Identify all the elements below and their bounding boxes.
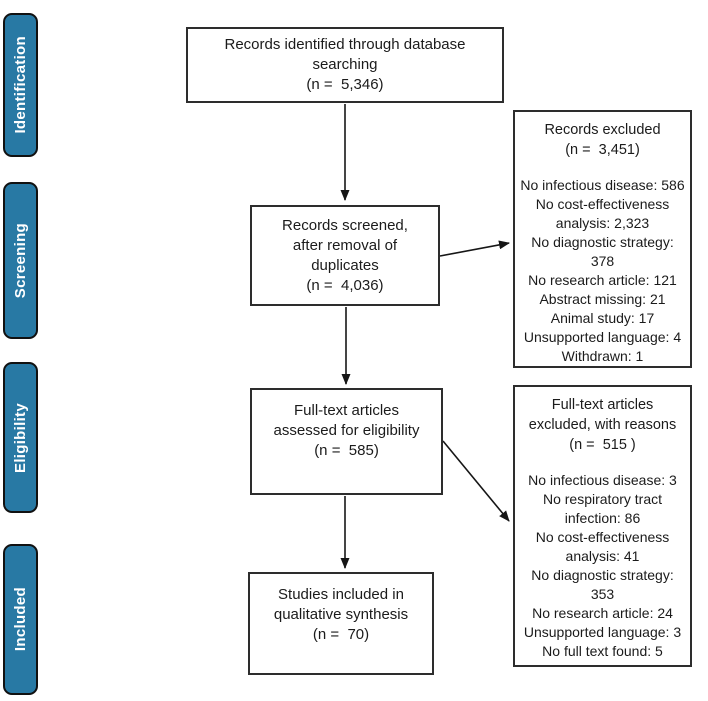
count-line: (n = 585) (314, 442, 379, 459)
exclusion-box-title: Records excluded (n = 3,451) (519, 120, 686, 160)
count-line: (n = 515 ) (569, 437, 636, 453)
exclusion-reason-list: No infectious disease: 3 No respiratory … (519, 471, 686, 661)
text-line: Full-text articles (551, 397, 654, 413)
exclusion-reason: No cost-effectiveness analysis: 41 (535, 529, 670, 564)
exclusion-reason: Withdrawn: 1 (561, 348, 644, 364)
text-line: excluded, with reasons (528, 417, 677, 433)
exclusion-reason: No infectious disease: 3 (528, 472, 677, 488)
stage-tab-label: Screening (12, 222, 29, 299)
exclusion-reason: No full text found: 5 (542, 643, 663, 659)
exclusion-reason: No respiratory tract infection: 86 (542, 491, 663, 526)
text-line: assessed for eligibility (273, 422, 420, 439)
exclusion-box-records-excluded: Records excluded (n = 3,451) No infectio… (513, 110, 692, 368)
text-line: duplicates (311, 256, 379, 274)
count-line: (n = 3,451) (565, 142, 640, 158)
stage-tab-screening: Screening (3, 182, 38, 339)
count-line: (n = 5,346) (306, 76, 384, 93)
exclusion-box-title: Full-text articles excluded, with reason… (519, 395, 686, 455)
text-line: Studies included in (278, 586, 404, 603)
exclusion-reason: Unsupported language: 4 (523, 329, 682, 345)
stage-tab-identification: Identification (3, 13, 38, 157)
text-line: Records identified through database (224, 36, 466, 53)
text-line: qualitative synthesis (273, 606, 409, 623)
exclusion-reason-list: No infectious disease: 586 No cost-effec… (519, 176, 686, 366)
exclusion-reason: No infectious disease: 586 (520, 177, 685, 193)
stage-tab-label: Included (12, 587, 29, 652)
text-line: Records excluded (544, 122, 661, 138)
exclusion-reason: No cost-effectiveness analysis: 2,323 (535, 196, 670, 231)
flow-box-records-identified: Records identified through database sear… (186, 27, 504, 103)
arrow-screened-to-records-excluded (439, 240, 510, 257)
flow-box-studies-included: Studies included in qualitative synthesi… (248, 572, 434, 675)
exclusion-reason: Animal study: 17 (550, 310, 655, 326)
flow-box-fulltext-assessed: Full-text articles assessed for eligibil… (250, 388, 443, 495)
count-line: (n = 70) (312, 626, 370, 643)
flow-box-records-screened: Records screened, after removal of dupli… (250, 205, 440, 306)
text-line: Full-text articles (293, 402, 400, 419)
exclusion-reason: No research article: 121 (528, 272, 677, 288)
stage-tab-included: Included (3, 544, 38, 695)
stage-tab-label: Identification (12, 36, 29, 134)
stage-tab-label: Eligibility (12, 402, 29, 473)
exclusion-reason: Unsupported language: 3 (523, 624, 682, 640)
stage-tab-eligibility: Eligibility (3, 362, 38, 513)
exclusion-reason: Abstract missing: 21 (539, 291, 666, 307)
text-line: searching (312, 56, 378, 73)
text-line: Records screened, (282, 216, 408, 234)
exclusion-reason: No diagnostic strategy: 378 (531, 234, 674, 269)
text-line: after removal of (292, 236, 398, 254)
exclusion-reason: No diagnostic strategy: 353 (531, 567, 674, 602)
exclusion-box-fulltext-excluded: Full-text articles excluded, with reason… (513, 385, 692, 667)
arrow-fulltext-to-fulltext-excluded (442, 440, 510, 522)
exclusion-reason: No research article: 24 (532, 605, 673, 621)
count-line: (n = 4,036) (306, 276, 384, 294)
